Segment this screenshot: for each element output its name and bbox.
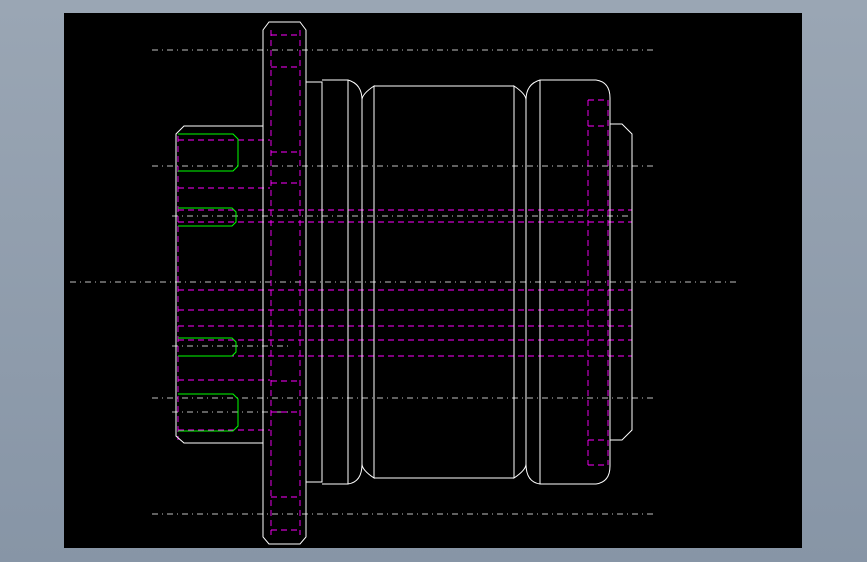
thread-hole-4 <box>178 393 239 432</box>
centerlines <box>70 49 738 515</box>
part-drawing <box>70 21 738 545</box>
outline <box>175 21 633 545</box>
hub-outline <box>175 125 263 444</box>
thread-hole-1 <box>178 133 239 172</box>
shoulder-outline <box>306 81 323 483</box>
nose-outline <box>610 123 633 441</box>
thread-holes <box>178 133 239 432</box>
flange-outline <box>262 21 307 545</box>
thread-hole-2 <box>178 207 237 227</box>
groove-right <box>513 79 611 485</box>
groove-left <box>322 79 375 485</box>
thread-hole-3 <box>178 337 237 357</box>
hidden-lines <box>177 30 632 535</box>
drawing-canvas[interactable] <box>64 13 802 548</box>
